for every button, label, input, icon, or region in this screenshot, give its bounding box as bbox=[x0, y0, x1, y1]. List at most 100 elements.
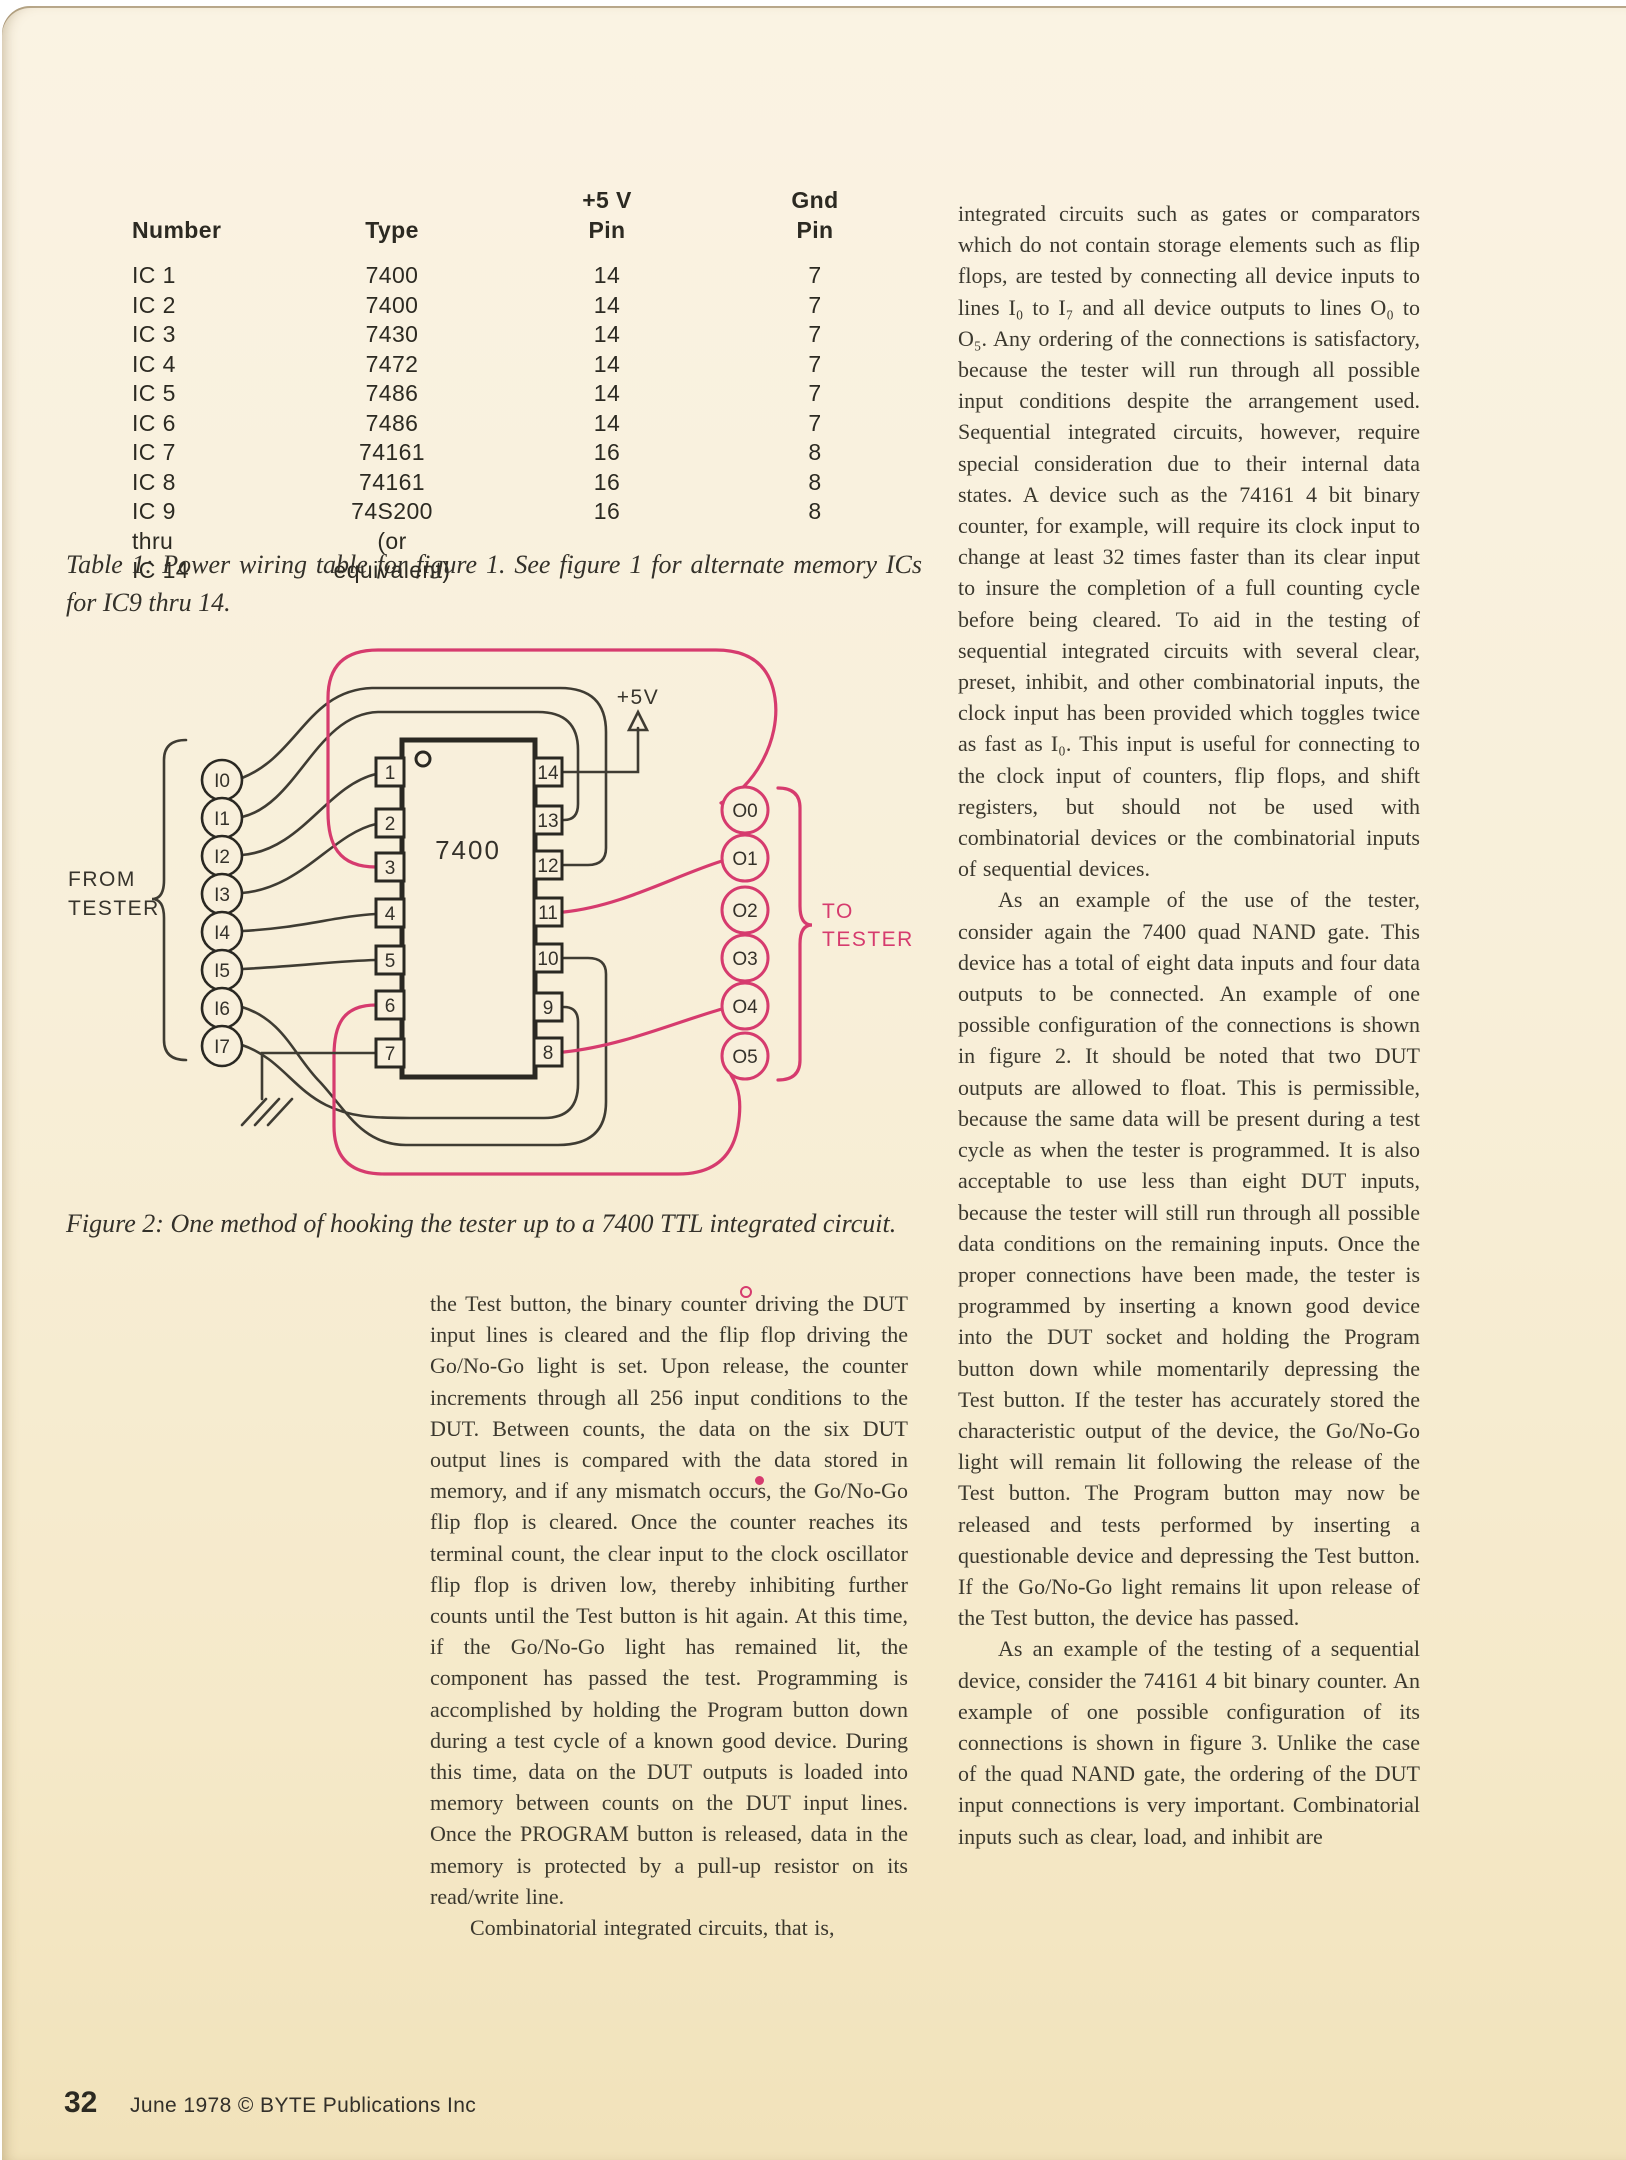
page-number: 32 bbox=[64, 2086, 98, 2119]
ground-icon bbox=[240, 1097, 294, 1127]
table-cell: IC 2 bbox=[132, 291, 176, 318]
body-paragraph: integrated circuits such as gates or com… bbox=[958, 201, 1420, 882]
pin-label: 2 bbox=[385, 814, 396, 835]
table-cell: IC 6 bbox=[132, 409, 176, 436]
wire-i7-pin9 bbox=[240, 1005, 580, 1120]
table-cell: equivalent) bbox=[333, 557, 451, 583]
table-cell: (or bbox=[377, 527, 407, 554]
table-cell: 7 bbox=[808, 291, 822, 318]
pin-label: 7 bbox=[385, 1044, 396, 1065]
table-cell: 8 bbox=[808, 439, 822, 465]
table-cell: IC 9 bbox=[132, 498, 176, 524]
body-paragraph: Combinatorial integrated circuits, that … bbox=[470, 1915, 835, 1941]
wire-i1-pin13 bbox=[240, 710, 580, 822]
pin-label: 8 bbox=[543, 1043, 554, 1064]
print-artifact-dot bbox=[740, 1286, 752, 1298]
right-text-column: integrated circuits such as gates or com… bbox=[958, 198, 1420, 1852]
table-spacer bbox=[132, 245, 898, 261]
power-wiring-table: +5 V Gnd Number Type Pin Pin IC 1 7400 1… bbox=[132, 186, 898, 586]
table-cell: 8 bbox=[808, 468, 822, 495]
output-line-label: O4 bbox=[732, 997, 758, 1018]
output-line-label: O3 bbox=[732, 949, 757, 970]
from-tester-label: TESTER bbox=[68, 897, 160, 920]
table-cell: thru bbox=[132, 527, 174, 554]
table-header-type: Type bbox=[365, 216, 419, 243]
pin-label: 14 bbox=[537, 763, 559, 784]
wire-pin11-o1 bbox=[562, 859, 724, 914]
table-cell: 74161 bbox=[359, 439, 425, 465]
wire-i3-pin2 bbox=[240, 822, 378, 895]
output-line-label: O2 bbox=[732, 901, 757, 922]
input-line-label: I3 bbox=[214, 885, 230, 906]
pin-label: 1 bbox=[385, 763, 396, 784]
table-cell: 7486 bbox=[365, 409, 419, 436]
table-cell: 7 bbox=[808, 321, 822, 347]
input-line-label: I5 bbox=[214, 961, 230, 982]
pin-label: 4 bbox=[385, 904, 396, 925]
table-header-plus5v: +5 V bbox=[582, 187, 632, 213]
pin-label: 13 bbox=[537, 811, 558, 832]
table-cell: 7486 bbox=[365, 380, 419, 406]
ground-wire bbox=[260, 1051, 378, 1101]
wire-pin8-o4 bbox=[562, 1007, 724, 1054]
pin-label: 10 bbox=[537, 949, 558, 970]
body-paragraph: As an example of the testing of a sequen… bbox=[958, 1636, 1420, 1849]
pin-label: 11 bbox=[538, 903, 558, 924]
pin1-notch-icon bbox=[414, 750, 432, 768]
table1-caption: Table 1: Power wiring table for figure 1… bbox=[66, 550, 922, 617]
table-cell: 16 bbox=[593, 468, 621, 495]
table-cell: IC 5 bbox=[132, 380, 176, 406]
table-cell: IC 1 bbox=[132, 262, 176, 288]
table-header-blank bbox=[132, 186, 302, 216]
figure2-schematic: FROM TESTER +5V 7400 1 2 3 bbox=[68, 648, 912, 1176]
table-cell: IC 8 bbox=[132, 468, 176, 495]
tester-input-lines: I0 I1 I2 I3 I4 I5 I6 I7 bbox=[200, 758, 244, 1068]
output-line-label: O5 bbox=[732, 1047, 757, 1068]
pin-label: 3 bbox=[385, 858, 396, 879]
table-cell: 8 bbox=[808, 498, 822, 524]
table-cell: IC 14 bbox=[132, 557, 189, 583]
middle-text-column: the Test button, the binary counter driv… bbox=[430, 1288, 908, 1943]
input-line-label: I1 bbox=[214, 809, 230, 830]
table-cell: 14 bbox=[593, 291, 621, 318]
table-cell: 7430 bbox=[365, 321, 419, 347]
table-cell: 14 bbox=[593, 262, 621, 288]
table-header-pin: Pin bbox=[796, 216, 834, 243]
input-line-label: I2 bbox=[214, 847, 230, 868]
wire-i2-pin1 bbox=[240, 772, 378, 857]
pin-label: 6 bbox=[385, 996, 396, 1017]
power-wire bbox=[562, 726, 640, 774]
table-cell: 14 bbox=[593, 321, 621, 347]
paper-background bbox=[2, 6, 1626, 2160]
table-cell: 7 bbox=[808, 409, 822, 436]
table-cell: 14 bbox=[593, 380, 621, 406]
body-paragraph: As an example of the use of the tester, … bbox=[958, 887, 1420, 1631]
output-line-label: O0 bbox=[732, 801, 757, 822]
table-cell: 14 bbox=[593, 350, 621, 377]
body-paragraph: the Test button, the binary counter driv… bbox=[430, 1291, 908, 1909]
power-label: +5V bbox=[617, 686, 659, 709]
wire-pin3-o0 bbox=[326, 648, 778, 869]
input-line-label: I0 bbox=[214, 771, 230, 792]
table-cell: 74161 bbox=[359, 468, 425, 495]
right-pins: 14 13 12 11 10 9 8 bbox=[532, 756, 564, 1068]
wire-i0-pin12 bbox=[240, 686, 608, 867]
left-pins: 1 2 3 4 5 6 7 bbox=[374, 756, 406, 1069]
output-line-label: O1 bbox=[732, 849, 757, 870]
tester-output-lines: O0 O1 O2 O3 O4 O5 bbox=[720, 785, 770, 1081]
pin-label: 12 bbox=[537, 856, 558, 877]
table-cell: 7472 bbox=[365, 350, 419, 377]
table-header-blank bbox=[302, 186, 482, 216]
wire-i4-pin4 bbox=[240, 912, 378, 933]
table-cell: IC 3 bbox=[132, 321, 176, 347]
table-header-gnd: Gnd bbox=[791, 187, 839, 213]
table-cell: 74S200 bbox=[351, 498, 433, 524]
input-line-label: I6 bbox=[214, 999, 230, 1020]
table-cell: 16 bbox=[593, 498, 621, 524]
wire-pin6-o5 bbox=[332, 1003, 742, 1176]
table-cell: 7400 bbox=[365, 291, 419, 318]
chip-label: 7400 bbox=[435, 835, 501, 865]
table-cell: 16 bbox=[593, 439, 621, 465]
table-cell: 14 bbox=[593, 409, 621, 436]
